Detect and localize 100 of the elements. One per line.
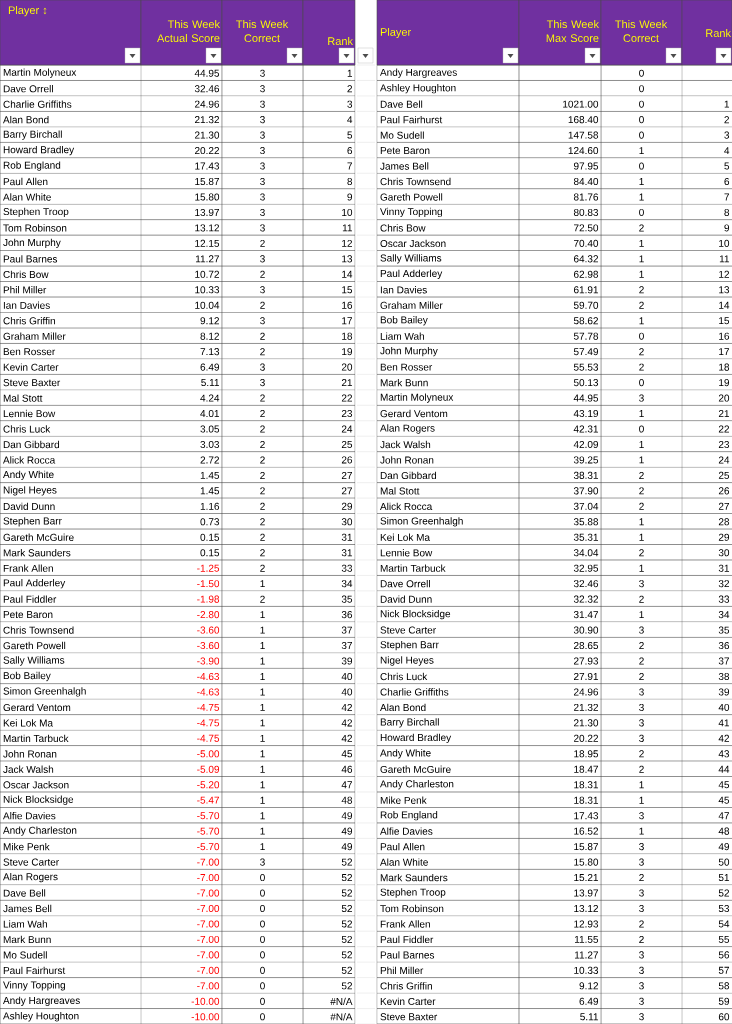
player-name: Liam Wah	[3, 920, 47, 928]
score-value: 2.72	[200, 456, 219, 464]
rank-value: 34	[718, 611, 730, 619]
score-value: 15.21	[574, 874, 598, 882]
correct-count: 2	[260, 394, 265, 402]
score-value: 15.80	[574, 858, 599, 866]
correct-count: 0	[260, 951, 265, 959]
score-value: -2.80	[197, 611, 220, 619]
correct-count: 1	[260, 781, 265, 789]
rank-value: 6	[347, 147, 353, 155]
rank-value: 39	[341, 657, 353, 665]
rank-value: 20	[718, 394, 730, 402]
rank-value: 49	[341, 827, 353, 835]
correct-count: 2	[260, 301, 265, 309]
correct-count: 2	[260, 564, 265, 572]
correct-count: 1	[639, 270, 644, 278]
rank-value: 30	[718, 549, 730, 557]
score-value: 34.04	[573, 549, 599, 557]
player-name: Phil Miller	[380, 966, 424, 975]
player-name: Gareth Powell	[3, 641, 66, 650]
player-name: Chris Bow	[3, 270, 49, 278]
rank-value: 48	[718, 827, 730, 835]
score-value: 3.03	[200, 440, 220, 448]
player-name: Alan Rogers	[380, 424, 435, 434]
score-value: 168.40	[568, 116, 599, 124]
rank-value: 8	[724, 208, 730, 216]
score-value: 44.95	[573, 394, 599, 402]
rank-value: 23	[341, 410, 353, 418]
player-name: Stephen Troop	[3, 207, 69, 218]
rank-value: 38	[718, 672, 730, 680]
score-value: 37.04	[573, 502, 599, 510]
score-value: 0.73	[200, 518, 220, 526]
score-value: 43.19	[573, 410, 599, 418]
correct-count: 0	[639, 100, 644, 108]
score-value: 5.11	[201, 379, 219, 387]
player-name: Kevin Carter	[3, 363, 59, 371]
correct-count: 3	[260, 379, 265, 387]
player-name: Paul Fiddler	[3, 595, 57, 603]
score-value: -7.00	[197, 920, 220, 928]
correct-count: 3	[639, 812, 644, 820]
rank-value: 7	[347, 162, 352, 170]
correct-count: 1	[639, 564, 644, 572]
column-header: Player ↕	[0, 0, 142, 66]
player-name: Steve Baxter	[380, 1013, 438, 1021]
score-value: 39.25	[573, 456, 599, 464]
score-value: 35.31	[573, 533, 598, 541]
score-value: 57.49	[573, 348, 599, 356]
correct-count: 1	[260, 703, 265, 711]
rank-value: 31	[718, 564, 729, 572]
correct-count: 1	[639, 317, 644, 325]
score-value: 17.43	[574, 812, 599, 820]
player-name: Sally Williams	[3, 656, 65, 666]
column-header: This Week Max Score	[518, 0, 602, 66]
rank-value: 36	[718, 642, 730, 650]
rank-value: 12	[719, 270, 729, 278]
correct-count: 0	[260, 904, 265, 913]
player-name: Steve Carter	[3, 858, 59, 866]
score-value: 21.32	[195, 116, 219, 124]
correct-count: 1	[260, 796, 265, 804]
rank-value: 42	[341, 734, 352, 742]
player-name: Simon Greenhalgh	[3, 687, 86, 697]
rank-value: 13	[719, 286, 730, 294]
correct-count: 3	[260, 131, 265, 139]
rank-value: 28	[718, 518, 730, 526]
score-value: -5.00	[197, 750, 220, 758]
correct-count: 2	[639, 750, 644, 758]
column-header: This Week Correct	[600, 0, 683, 66]
player-name: Paul Fairhurst	[380, 115, 443, 124]
rank-value: 45	[718, 796, 730, 804]
rank-value: 40	[341, 672, 353, 680]
player-name: John Murphy	[380, 347, 438, 357]
player-name: Frank Allen	[3, 564, 53, 572]
player-name: John Ronan	[3, 750, 57, 758]
score-value: 13.12	[195, 224, 219, 232]
correct-count: 3	[260, 147, 265, 155]
correct-count: 2	[260, 518, 265, 526]
score-value: 15.87	[195, 178, 219, 186]
player-name: Vinny Topping	[3, 981, 65, 991]
rank-value: 29	[718, 533, 730, 541]
score-value: 1.45	[200, 471, 220, 479]
rank-value: 52	[341, 935, 352, 943]
score-value: 24.96	[574, 688, 599, 696]
score-value: -4.75	[197, 703, 220, 711]
correct-count: 2	[639, 301, 644, 309]
player-name: Gareth McGuire	[380, 765, 451, 773]
rank-value: 21	[341, 379, 352, 387]
score-value: 57.78	[573, 332, 599, 340]
player-name: Dave Orrell	[3, 85, 53, 93]
rank-value: 27	[341, 471, 352, 479]
score-value: 11.55	[575, 935, 599, 943]
player-name: Stephen Troop	[380, 888, 446, 898]
score-value: 1.45	[200, 487, 220, 495]
score-value: 11.27	[196, 255, 219, 263]
player-name: Gareth Powell	[380, 193, 443, 201]
correct-count: 2	[639, 487, 644, 495]
rank-value: 18	[719, 363, 730, 371]
score-value: 10.33	[574, 966, 599, 974]
player-name: Rob England	[3, 161, 61, 171]
player-name: Chris Townsend	[380, 177, 451, 186]
rank-value: 2	[724, 116, 729, 124]
